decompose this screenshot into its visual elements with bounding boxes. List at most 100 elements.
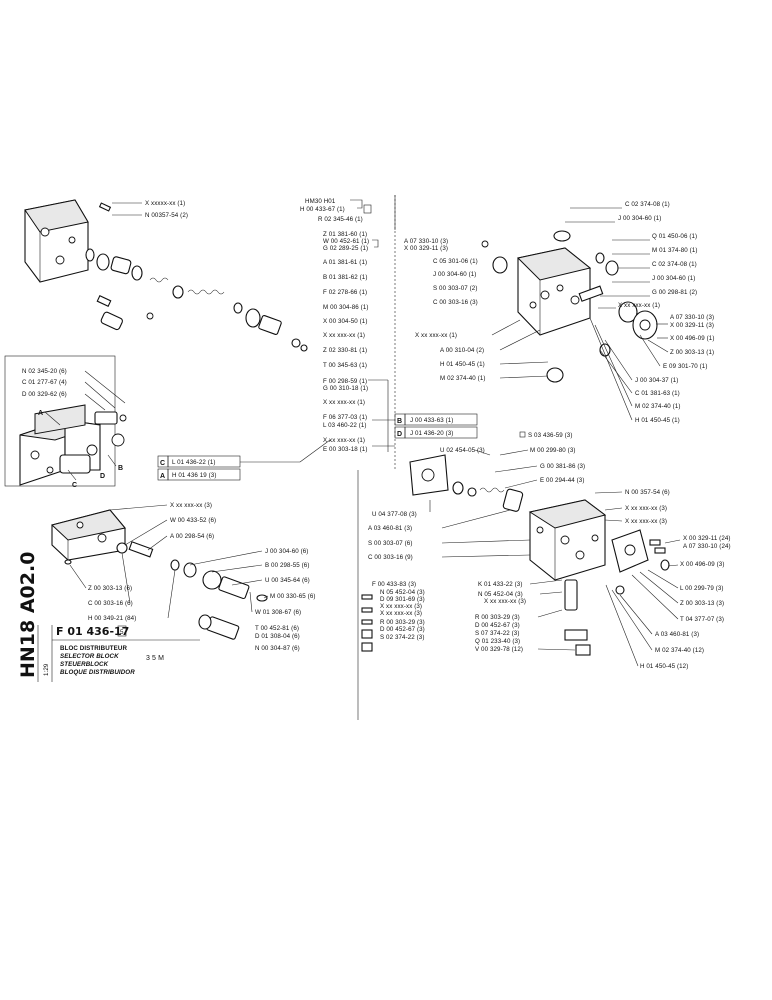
label-tc-8: B 01 381-62 (1) (323, 274, 368, 281)
label-trc2-11: Z 00 303-13 (1) (670, 349, 714, 356)
label-trc2-16: H 01 450-45 (1) (635, 417, 680, 424)
label-trc2-15: M 02 374-40 (1) (635, 403, 681, 410)
label-tc-4: G 02 289-25 (1) (323, 245, 368, 252)
label-brt-0: S 03 436-59 (3) (528, 432, 573, 439)
label-trc2-1: J 00 304-60 (1) (618, 215, 661, 222)
label-brr-8: H 01 450-45 (12) (640, 663, 688, 670)
assembly-letter-d: D (100, 473, 105, 480)
label-trc2-14: C 01 381-63 (1) (635, 390, 680, 397)
label-brr-3: L 00 299-79 (3) (680, 585, 724, 592)
label-brr-5: T 04 377-07 (3) (680, 616, 724, 623)
scale: 1:29 (43, 663, 50, 676)
label-brm-0: F 00 433-83 (3) (372, 581, 416, 588)
label-bl-12: C 00 303-16 (6) (88, 600, 133, 607)
label-bl-2: A 00 298-54 (6) (170, 533, 214, 540)
revision-mark: 5 (120, 629, 124, 636)
label-lm-1: C 01 277-67 (4) (22, 379, 67, 386)
label-trc1-5: A 00 310-04 (2) (440, 347, 484, 354)
label-bl-7: W 01 308-67 (6) (255, 609, 301, 616)
label-brr-0: X 00 329-11 (24) (683, 535, 731, 542)
label-brt-2: M 00 299-80 (3) (530, 447, 576, 454)
bottom-right-valve-block (361, 454, 670, 656)
label-trc2-10: X 00 496-09 (1) (670, 335, 715, 342)
label-brm-1: K 01 433-22 (3) (478, 581, 523, 588)
vertical-code: HN18 A02.0 (17, 552, 39, 678)
label-bl-8: T 00 452-81 (6) (255, 625, 299, 632)
part-number: F 01 436-17 (56, 625, 129, 638)
label-tc-1: R 02 345-46 (1) (318, 216, 363, 223)
label-bl-0: X xx xxx-xx (3) (170, 502, 212, 509)
box-refs-ca: C L 01 436-22 (1) A H 01 436 19 (3) (157, 439, 331, 481)
label-tc-19: L 03 460-22 (1) (323, 422, 367, 429)
assembly-letter-c: C (72, 482, 77, 489)
label-brm-4: X xx xxx-xx (3) (380, 603, 422, 610)
label-trc1-6: H 01 450-45 (1) (440, 361, 485, 368)
top-right-valve-block (481, 230, 658, 383)
label-brr-7: M 02 374-40 (12) (655, 647, 704, 654)
label-tc-18: F 06 377-03 (1) (323, 414, 367, 421)
label-brm-9: D 00 452-67 (3) (380, 626, 425, 633)
box-text-b: J 00 433-63 (1) (410, 417, 453, 424)
label-trc2-4: C 02 374-08 (1) (652, 261, 697, 268)
label-tc-13: Z 02 330-81 (1) (323, 347, 367, 354)
label-brr-4: Z 00 303-13 (3) (680, 600, 724, 607)
label-brr-2: X 00 496-09 (3) (680, 561, 725, 568)
label-brt-9: X xx xxx-xx (3) (625, 518, 667, 525)
label-tc-16: G 00 310-18 (1) (323, 385, 368, 392)
label-bl-11: Z 00 303-13 (6) (88, 585, 132, 592)
label-tc-7: A 01 381-61 (1) (323, 259, 367, 266)
bottom-right-top-labels: S 03 436-59 (3) U 02 454-05 (3) M 00 299… (368, 431, 670, 561)
label-brt-8: X xx xxx-xx (3) (625, 505, 667, 512)
box-letter-d: D (397, 431, 402, 438)
label-bl-10: N 00 304-87 (6) (255, 645, 300, 652)
label-tc-0: H 00 433-67 (1) (300, 206, 345, 213)
label-trc2-2: Q 01 450-06 (1) (652, 233, 697, 240)
label-brm-14: Q 01 233-40 (3) (475, 638, 520, 645)
label-tc-15: F 00 298-59 (1) (323, 378, 367, 385)
label-brt-1: U 02 454-05 (3) (440, 447, 485, 454)
label-lm-2: D 00 329-62 (6) (22, 391, 67, 398)
label-brt-11: C 00 303-16 (9) (368, 554, 413, 561)
label-bl-13: H 00 349-21 (84) (88, 615, 136, 622)
assembly-letter-b: B (118, 465, 123, 472)
title-fr: BLOC DISTRIBUTEUR (60, 645, 127, 652)
label-trc2-8: A 07 330-10 (3) (670, 314, 714, 321)
label-bl-6: M 00 330-65 (6) (270, 593, 316, 600)
box-refs-bd: B J 00 433-63 (1) D J 01 436-20 (3) (394, 413, 478, 439)
label-bl-3: J 00 304-60 (6) (265, 548, 308, 555)
label-trc2-5: J 00 304-60 (1) (652, 275, 695, 282)
label-tc-5: A 07 330-10 (3) (404, 238, 448, 245)
label-brm-13: S 07 374-22 (3) (475, 630, 520, 637)
title-block: HN18 A02.0 1:29 F 01 436-17 5 BLOC DISTR… (17, 552, 200, 682)
label-bl-4: B 00 298-55 (6) (265, 562, 310, 569)
label-trc1-7: M 02 374-40 (1) (440, 375, 486, 382)
label-trc2-0: C 02 374-08 (1) (625, 201, 670, 208)
top-right-labels-col2: C 02 374-08 (1) J 00 304-60 (1) Q 01 450… (565, 201, 715, 424)
label-brm-3: D 09 301-69 (3) (380, 596, 425, 603)
label-brt-4: E 00 294-44 (3) (540, 477, 585, 484)
box-letter-c: C (160, 460, 165, 467)
title-en: SELECTOR BLOCK (60, 653, 119, 660)
bottom-left-block (50, 509, 268, 640)
box-text-c: L 01 436-22 (1) (172, 459, 216, 466)
model: 3 5 M (146, 655, 164, 662)
label-trc2-9: X 00 329-11 (3) (670, 322, 714, 329)
label-bl-5: U 00 345-64 (6) (265, 577, 310, 584)
label-trc1-3: C 00 303-16 (3) (433, 299, 478, 306)
label-tc-11: X 00 304-50 (1) (323, 318, 368, 325)
label-tc-12: X xx xxx-xx (1) (323, 332, 365, 339)
label-tc-17: X xx xxx-xx (1) (323, 399, 365, 406)
top-center-labels: HM30 H01 H 00 433-67 (1) R 02 345-46 (1)… (300, 198, 448, 453)
label-trc2-7: X xx xxx-xx (1) (618, 302, 660, 309)
label-lm-0: N 02 345-20 (6) (22, 368, 67, 375)
assembled-letters: A B C D (38, 410, 123, 489)
label-trc1-0: C 05 301-06 (1) (433, 258, 478, 265)
label-tl-0: X xxxxx-xx (1) (145, 200, 185, 207)
bottom-right-right-labels: X 00 329-11 (24) A 07 330-10 (24) X 00 4… (605, 535, 731, 670)
label-tc-head: HM30 H01 (305, 198, 336, 205)
label-brt-10: S 00 303-07 (6) (368, 540, 413, 547)
label-trc2-3: M 01 374-80 (1) (652, 247, 698, 254)
label-brt-5: N 00 357-54 (6) (625, 489, 670, 496)
box-letter-b: B (397, 418, 402, 425)
